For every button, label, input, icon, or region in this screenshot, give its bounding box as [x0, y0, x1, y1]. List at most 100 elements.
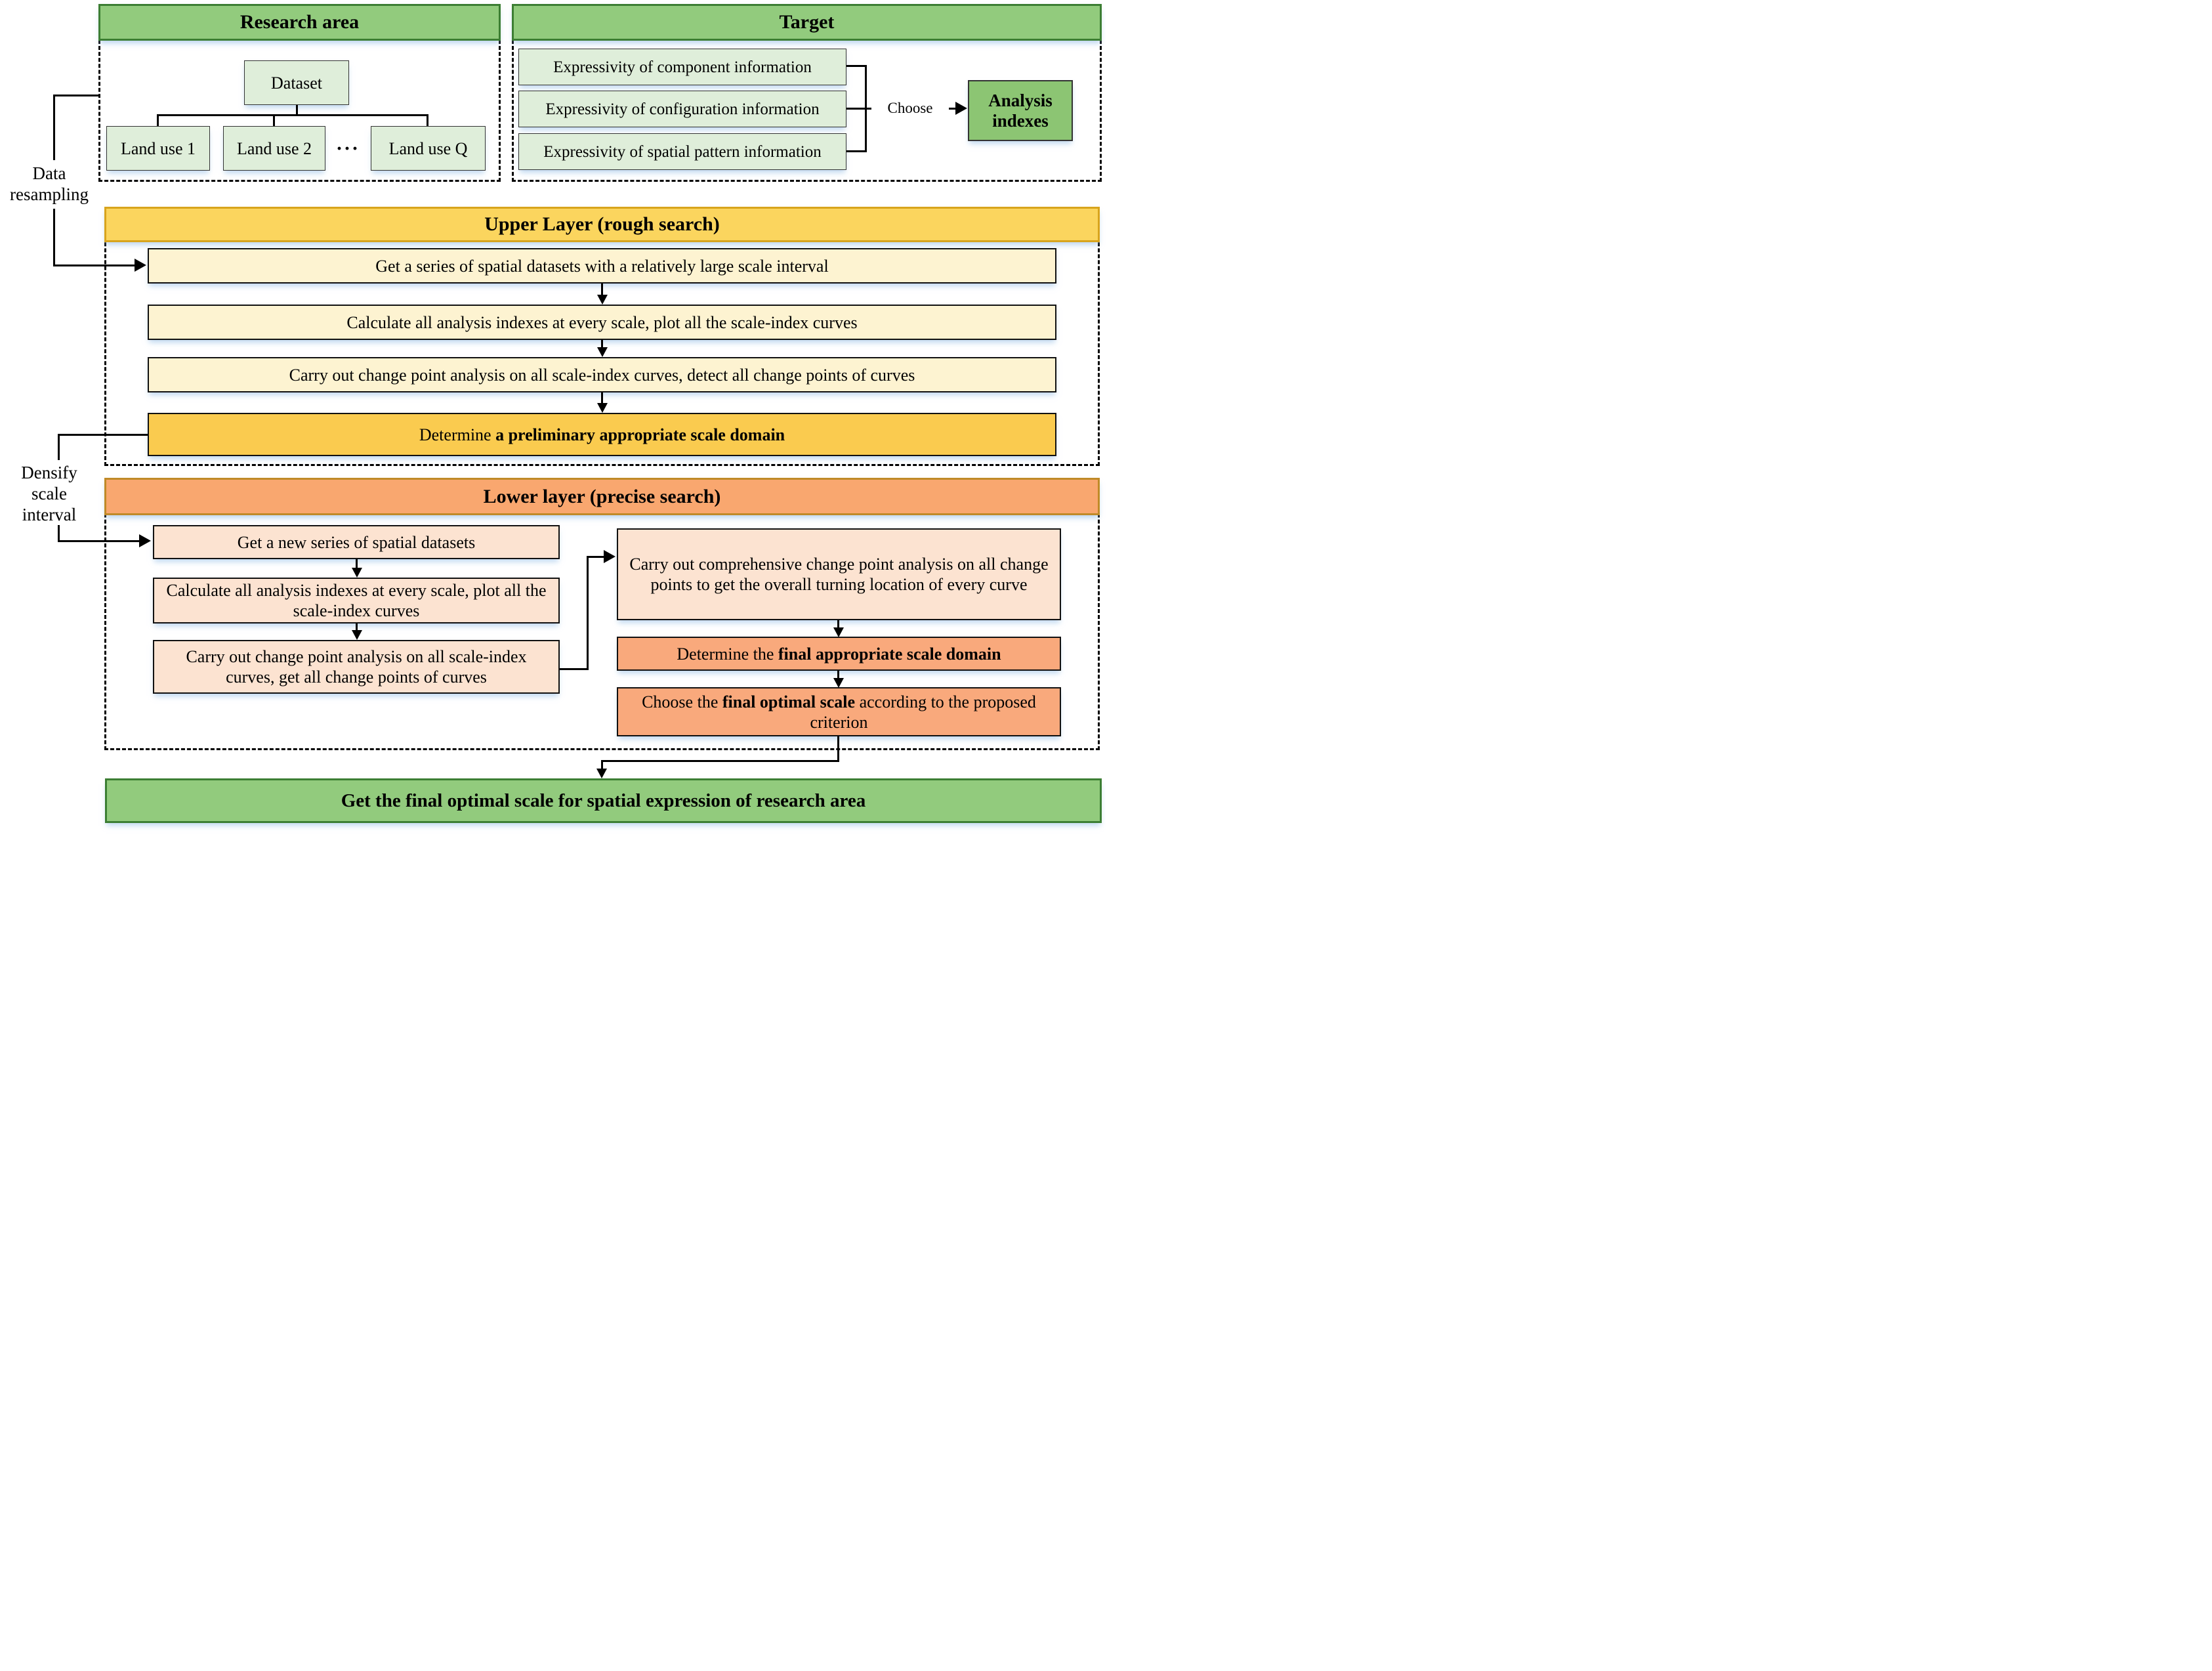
lower-right-step-1-box: Carry out comprehensive change point ana…	[617, 528, 1061, 620]
arrow-down-icon	[352, 630, 362, 640]
lower-layer-header: Lower layer (precise search)	[104, 478, 1100, 515]
connector-line	[356, 624, 358, 631]
connector-line	[53, 95, 98, 96]
upper-step-3-box: Carry out change point analysis on all s…	[148, 357, 1056, 392]
connector-line	[273, 114, 275, 126]
lower-right-step-2-prefix: Determine the	[677, 644, 778, 664]
arrow-right-icon	[139, 534, 151, 547]
expressivity-configuration-label: Expressivity of configuration informatio…	[545, 100, 820, 118]
connector-line	[58, 525, 60, 542]
dataset-label: Dataset	[271, 73, 322, 93]
densify-line3: interval	[22, 505, 77, 524]
connector-line	[846, 150, 866, 152]
analysis-indexes-label: Analysis indexes	[988, 90, 1053, 131]
analysis-indexes-box: Analysis indexes	[968, 80, 1073, 141]
connector-line	[53, 95, 55, 160]
densify-line1: Densify	[21, 463, 77, 482]
connector-line	[356, 559, 358, 568]
lower-right-step-3-label: Choose the final optimal scale according…	[625, 692, 1053, 732]
connector-line	[587, 556, 605, 558]
upper-layer-header: Upper Layer (rough search)	[104, 207, 1100, 242]
connector-line	[865, 65, 867, 152]
connector-line	[427, 114, 428, 126]
connector-line	[602, 760, 839, 762]
connector-line	[58, 434, 148, 436]
lower-step-3-label: Carry out change point analysis on all s…	[186, 647, 527, 687]
connector-line	[58, 540, 139, 542]
data-resampling-line2: resampling	[10, 184, 89, 204]
data-resampling-label: Data resampling	[0, 163, 98, 205]
connector-line	[157, 114, 159, 126]
lower-right-step-2-bold: final appropriate scale domain	[778, 644, 1001, 664]
upper-final-step-label: Determine a preliminary appropriate scal…	[419, 425, 785, 445]
final-output-label: Get the final optimal scale for spatial …	[341, 790, 866, 811]
arrow-right-icon	[135, 259, 146, 272]
connector-line	[296, 105, 298, 116]
densify-label: Densify scale interval	[0, 462, 98, 525]
lower-right-step-1-label: Carry out comprehensive change point ana…	[629, 555, 1049, 594]
arrow-right-icon	[955, 102, 967, 115]
land-use-2-box: Land use 2	[223, 126, 325, 171]
lower-step-3-box: Carry out change point analysis on all s…	[153, 640, 560, 694]
land-use-1-label: Land use 1	[120, 138, 196, 158]
connector-line	[837, 671, 839, 679]
connector-line	[58, 434, 60, 460]
lower-right-step-2-box: Determine the final appropriate scale do…	[617, 637, 1061, 671]
connector-line	[157, 114, 428, 116]
connector-line	[601, 340, 603, 349]
lower-right-step-3-suffix: according to the proposed criterion	[810, 692, 1036, 732]
arrow-right-icon	[604, 550, 616, 563]
expressivity-spatial-label: Expressivity of spatial pattern informat…	[543, 142, 822, 161]
lower-layer-title: Lower layer (precise search)	[483, 485, 721, 507]
lower-step-2-box: Calculate all analysis indexes at every …	[153, 578, 560, 624]
target-header: Target	[512, 4, 1102, 41]
choose-label: Choose	[871, 98, 949, 118]
ellipsis-label: ···	[335, 138, 360, 159]
lower-step-2-label: Calculate all analysis indexes at every …	[166, 581, 547, 620]
final-output-box: Get the final optimal scale for spatial …	[105, 778, 1102, 823]
target-title: Target	[779, 11, 835, 33]
upper-step-2-box: Calculate all analysis indexes at every …	[148, 305, 1056, 340]
connector-line	[846, 108, 866, 110]
arrow-down-icon	[597, 295, 608, 305]
upper-final-step-bold: a preliminary appropriate scale domain	[495, 425, 785, 444]
upper-final-step-prefix: Determine	[419, 425, 496, 444]
dataset-box: Dataset	[244, 60, 349, 105]
flowchart-canvas: Research area Dataset Land use 1 Land us…	[0, 0, 1106, 836]
arrow-down-icon	[833, 627, 844, 637]
lower-step-1-box: Get a new series of spatial datasets	[153, 525, 560, 559]
lower-step-1-label: Get a new series of spatial datasets	[237, 532, 476, 552]
connector-line	[587, 556, 589, 670]
expressivity-component-label: Expressivity of component information	[553, 58, 812, 76]
connector-line	[601, 284, 603, 295]
arrow-down-icon	[597, 403, 608, 413]
lower-right-step-3-box: Choose the final optimal scale according…	[617, 687, 1061, 736]
connector-line	[837, 620, 839, 628]
upper-step-1-box: Get a series of spatial datasets with a …	[148, 248, 1056, 284]
land-use-q-label: Land use Q	[388, 138, 468, 158]
upper-final-step-box: Determine a preliminary appropriate scal…	[148, 413, 1056, 456]
arrow-down-icon	[352, 568, 362, 578]
lower-right-step-2-label: Determine the final appropriate scale do…	[677, 644, 1001, 664]
arrow-down-icon	[597, 347, 608, 357]
upper-layer-title: Upper Layer (rough search)	[484, 213, 720, 235]
research-area-title: Research area	[240, 11, 360, 33]
expressivity-configuration-box: Expressivity of configuration informatio…	[518, 91, 846, 127]
upper-step-2-label: Calculate all analysis indexes at every …	[346, 312, 858, 332]
expressivity-spatial-box: Expressivity of spatial pattern informat…	[518, 133, 846, 170]
densify-line2: scale	[31, 484, 67, 503]
connector-line	[560, 668, 589, 670]
data-resampling-line1: Data	[32, 163, 66, 183]
connector-line	[601, 392, 603, 404]
arrow-down-icon	[596, 769, 607, 778]
arrow-down-icon	[833, 678, 844, 688]
connector-line	[846, 65, 866, 67]
connector-line	[53, 264, 136, 266]
upper-step-3-label: Carry out change point analysis on all s…	[289, 365, 915, 385]
connector-line	[601, 760, 603, 769]
lower-right-step-3-bold: final optimal scale	[722, 692, 856, 711]
connector-line	[53, 209, 55, 266]
land-use-q-box: Land use Q	[371, 126, 486, 171]
expressivity-component-box: Expressivity of component information	[518, 49, 846, 85]
upper-step-1-label: Get a series of spatial datasets with a …	[375, 256, 829, 276]
